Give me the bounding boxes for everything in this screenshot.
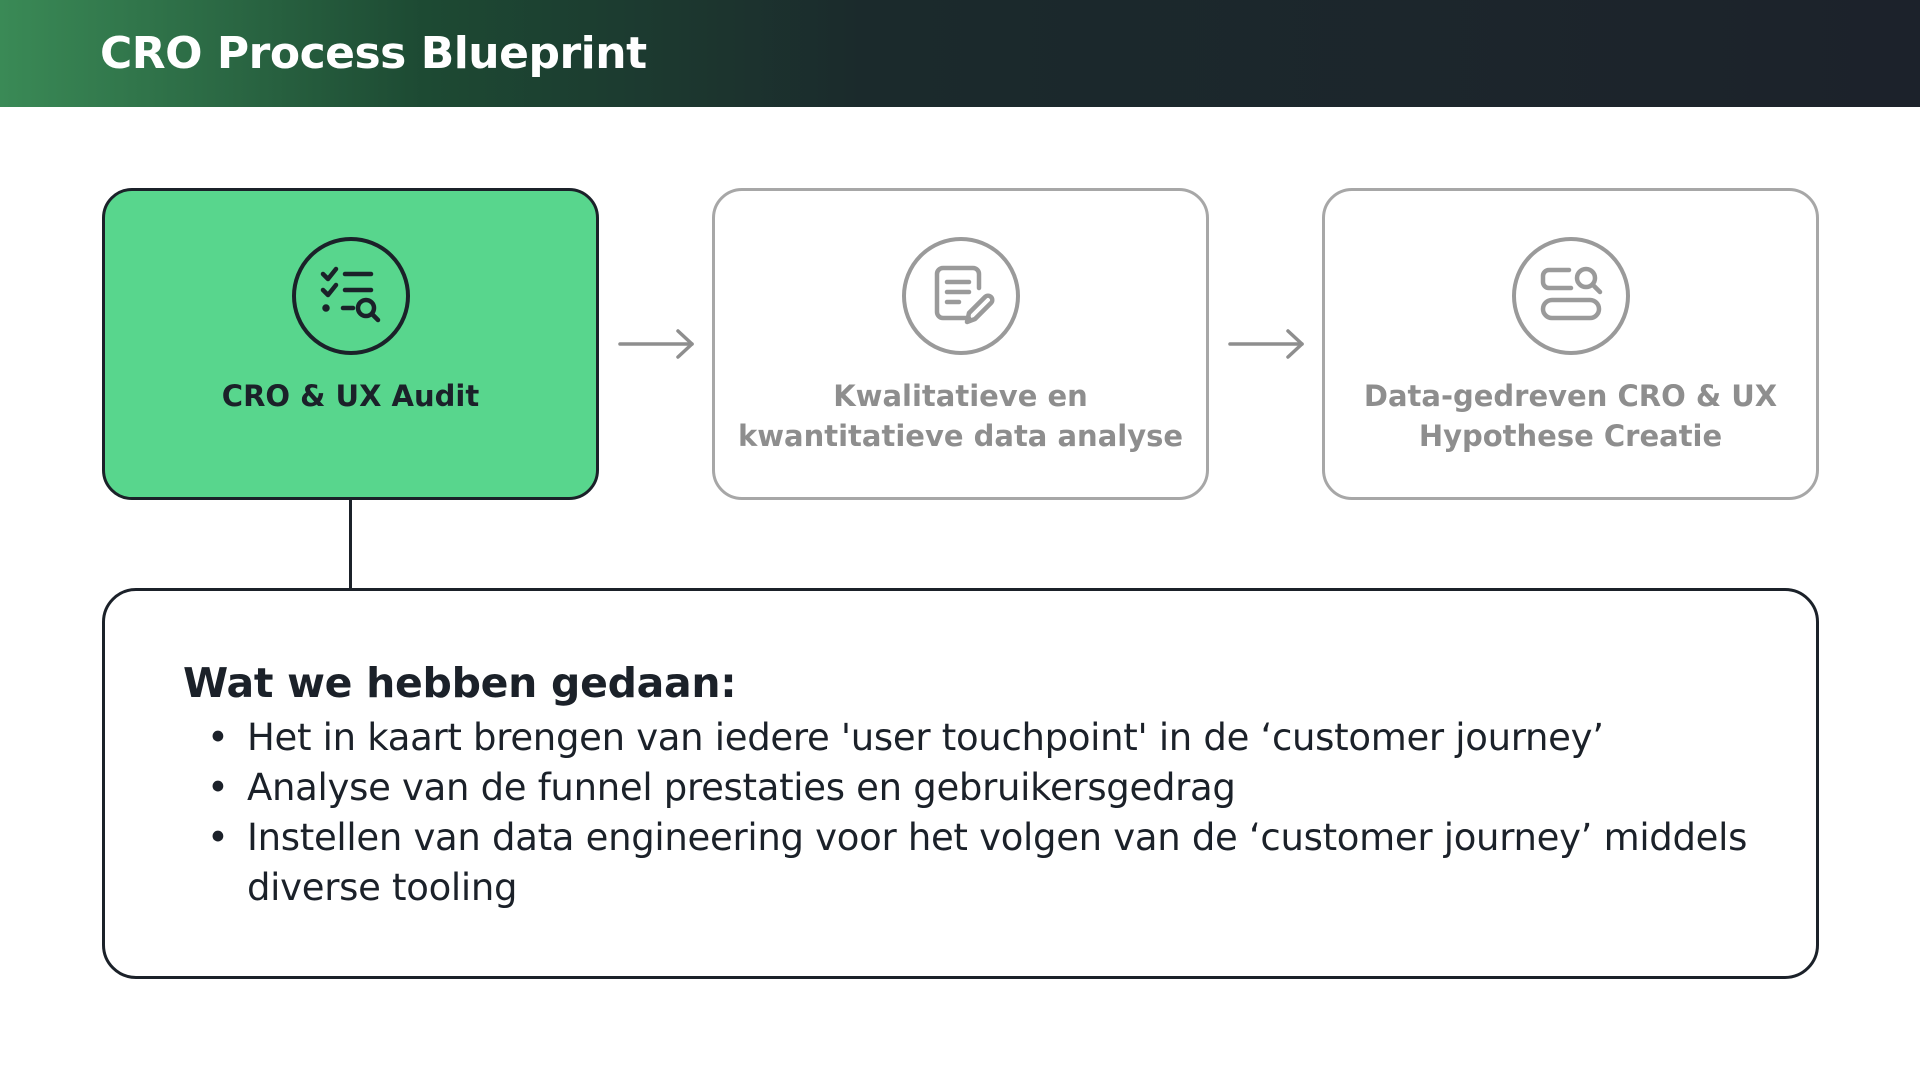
arrow-right-icon — [1228, 329, 1304, 359]
details-title: Wat we hebben gedaan: — [183, 659, 737, 707]
checklist-search-icon — [291, 237, 410, 355]
list-item: Instellen van data engineering voor het … — [207, 813, 1767, 913]
page-title: CRO Process Blueprint — [100, 28, 647, 79]
step-label: Kwalitatieve en kwantitatieve data analy… — [737, 379, 1184, 453]
connector-line — [349, 499, 352, 589]
step-hypothese-creatie[interactable]: Data-gedreven CRO & UX Hypothese Creatie — [1322, 188, 1819, 500]
details-panel: Wat we hebben gedaan: Het in kaart breng… — [102, 588, 1819, 979]
document-edit-icon — [901, 237, 1020, 355]
list-item: Het in kaart brengen van iedere 'user to… — [207, 713, 1767, 763]
header-bar: CRO Process Blueprint — [0, 0, 1920, 107]
list-item: Analyse van de funnel prestaties en gebr… — [207, 763, 1767, 813]
step-data-analyse[interactable]: Kwalitatieve en kwantitatieve data analy… — [712, 188, 1209, 500]
arrow-right-icon — [618, 329, 694, 359]
step-label: CRO & UX Audit — [221, 379, 480, 413]
form-search-icon — [1511, 237, 1630, 355]
step-cro-ux-audit[interactable]: CRO & UX Audit — [102, 188, 599, 500]
step-label: Data-gedreven CRO & UX Hypothese Creatie — [1363, 379, 1778, 453]
details-list: Het in kaart brengen van iedere 'user to… — [207, 713, 1767, 913]
